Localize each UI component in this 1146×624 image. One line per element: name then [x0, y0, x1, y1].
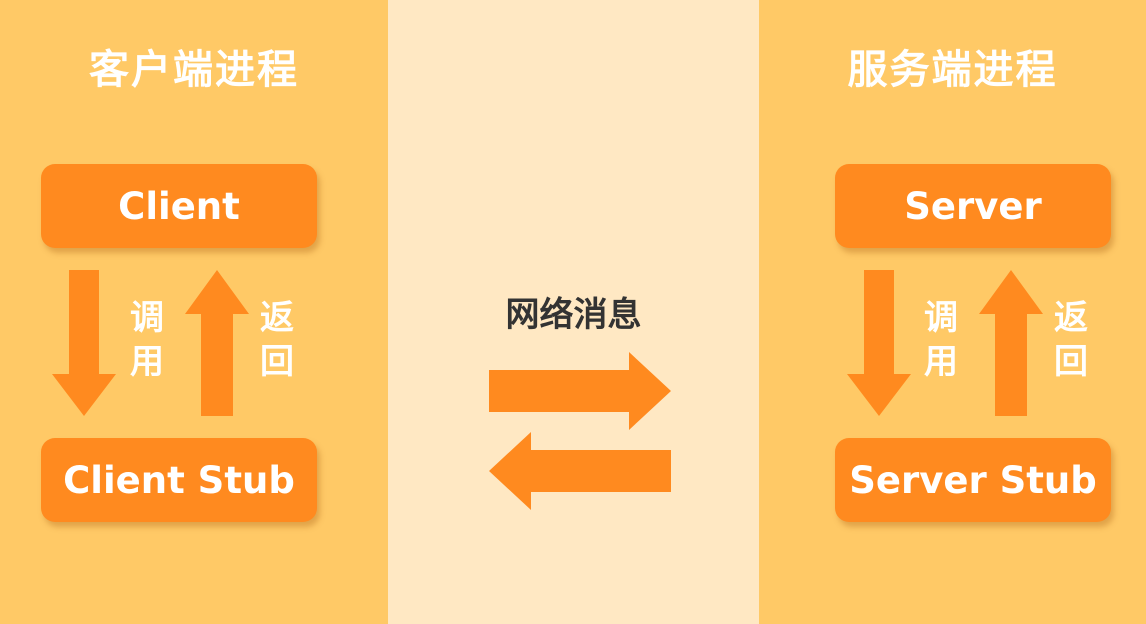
call-label: 调 用: [130, 298, 164, 382]
client-stub-box: Client Stub: [41, 438, 317, 522]
call-down-arrow-icon: [52, 270, 116, 416]
server-process-panel: 服务端进程 Server 调 用 返 回 Server Stub: [759, 0, 1146, 624]
server-box: Server: [835, 164, 1111, 248]
call-down-arrow-icon: [847, 270, 911, 416]
return-label: 返 回: [260, 298, 294, 382]
right-arrow-icon: [489, 352, 671, 430]
return-up-arrow-icon: [979, 270, 1043, 416]
left-arrow-icon: [489, 432, 671, 510]
client-process-title: 客户端进程: [89, 47, 299, 93]
return-up-arrow-icon: [185, 270, 249, 416]
client-process-panel: 客户端进程 Client 调 用 返 回 Client Stub: [0, 0, 388, 624]
server-process-title: 服务端进程: [847, 47, 1058, 93]
return-label: 返 回: [1054, 298, 1088, 382]
network-panel: 网络消息: [388, 0, 759, 624]
client-box: Client: [41, 164, 317, 248]
network-message-label: 网络消息: [505, 295, 642, 335]
call-label: 调 用: [924, 298, 958, 382]
server-stub-box: Server Stub: [835, 438, 1111, 522]
